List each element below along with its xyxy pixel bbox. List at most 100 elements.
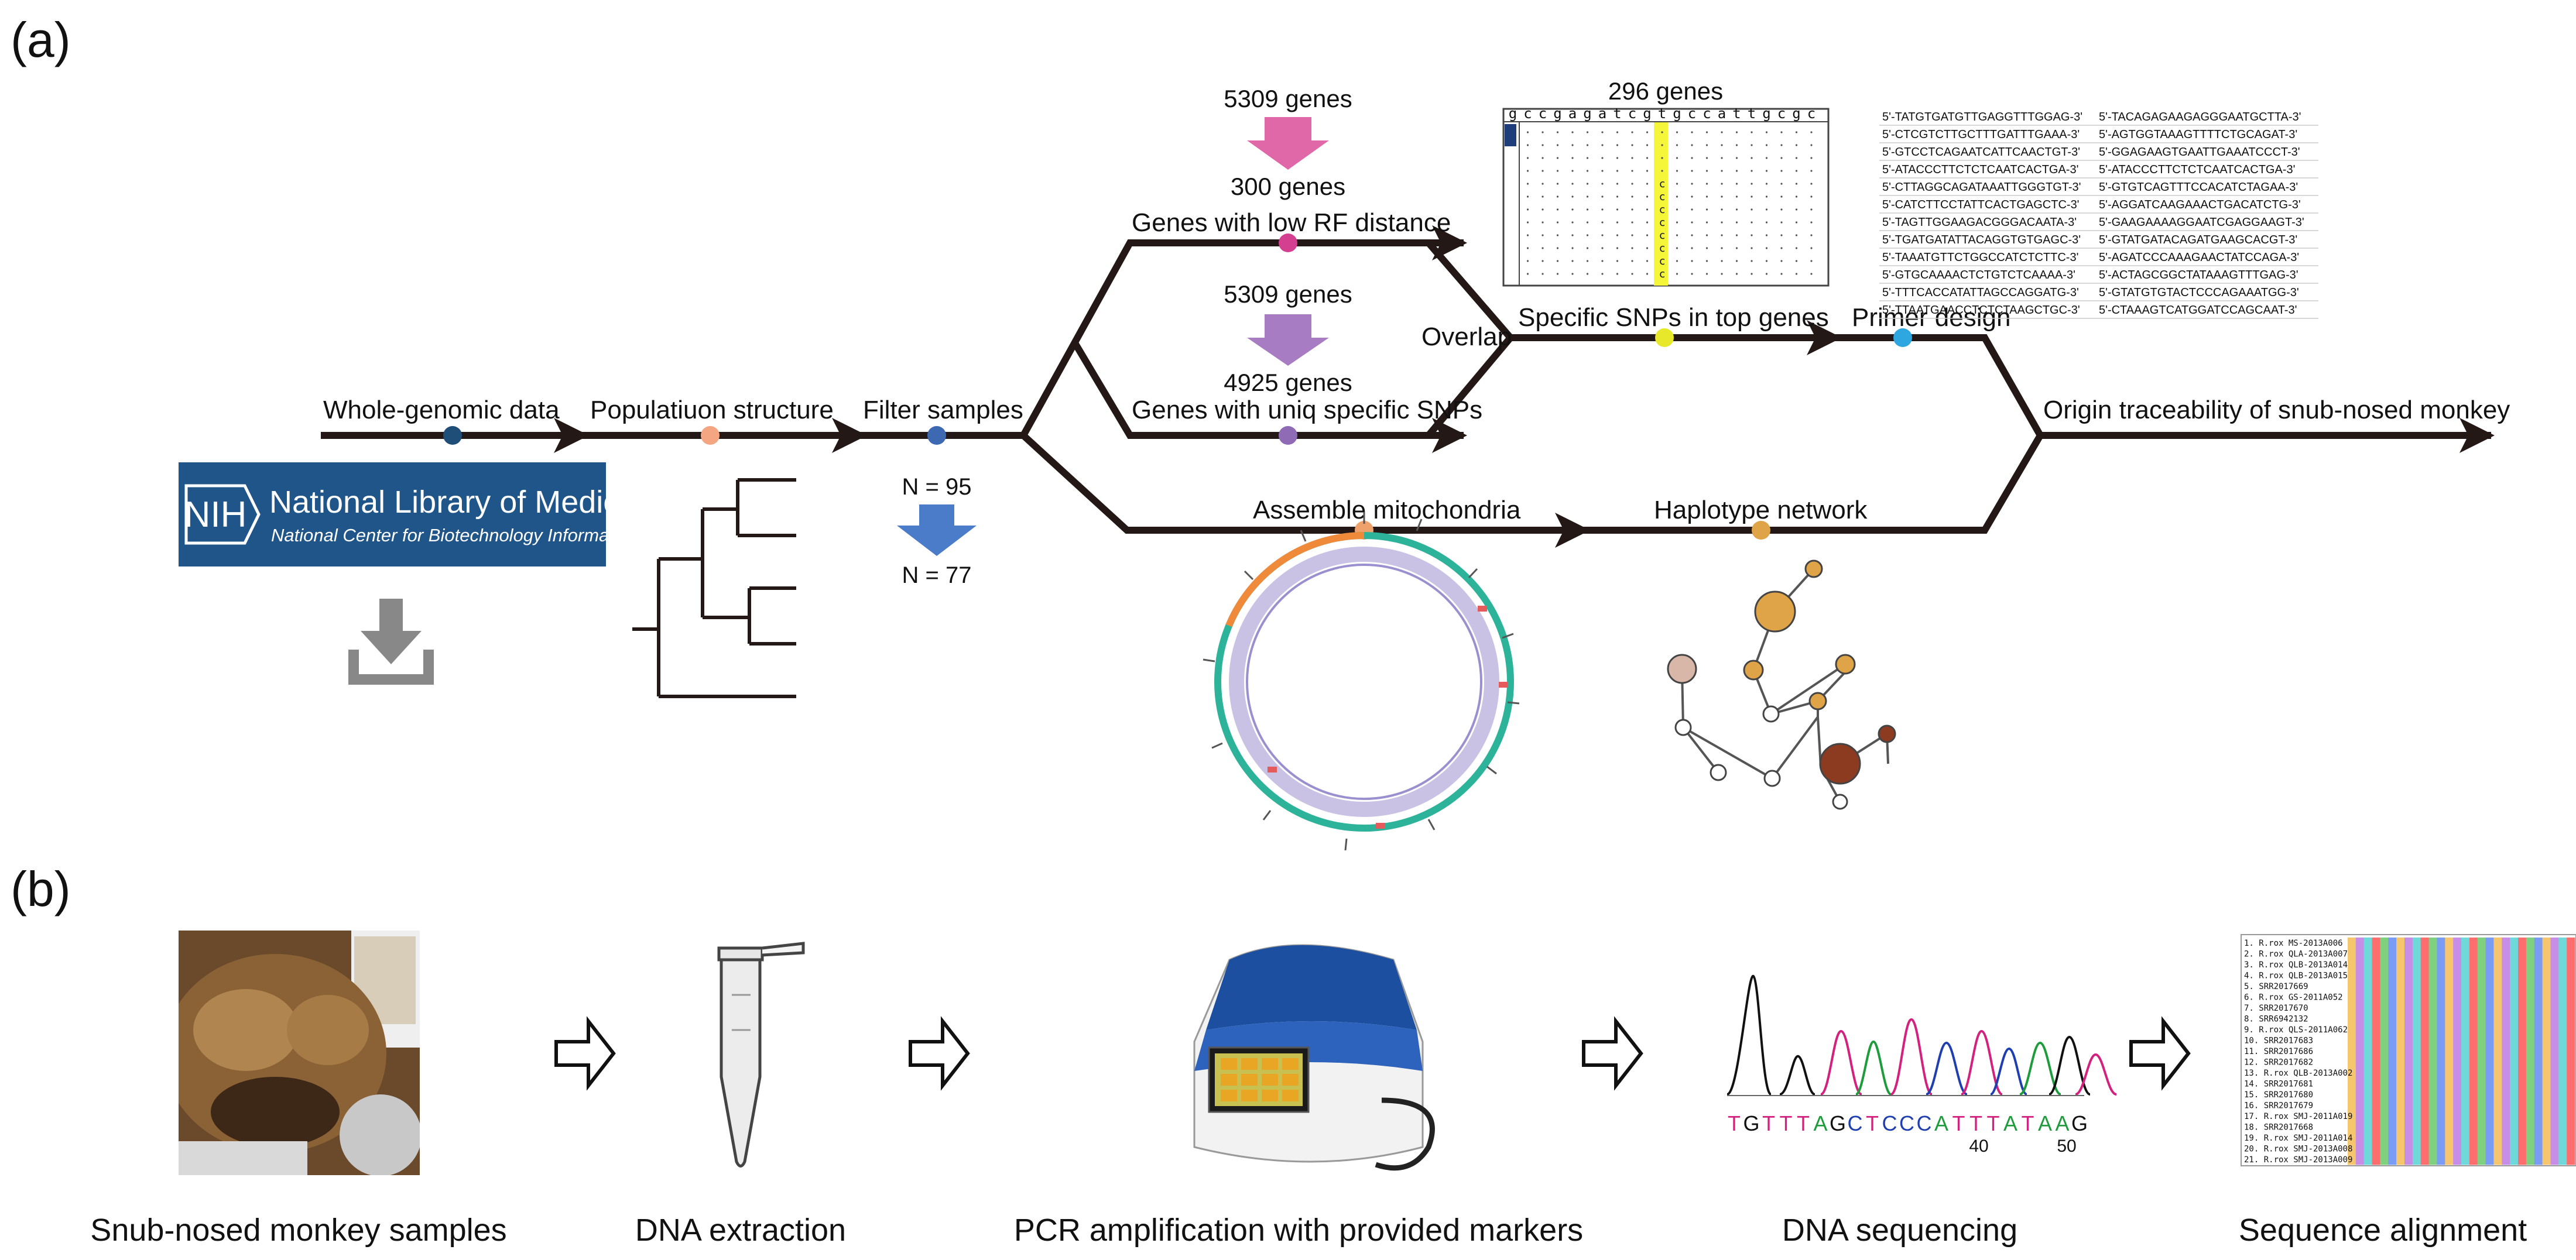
alignment-dot xyxy=(1810,183,1813,185)
alignment-dot xyxy=(1556,131,1559,133)
alignment-dot xyxy=(1795,247,1798,249)
alignment-column xyxy=(2355,938,2365,1165)
alignment-dot xyxy=(1601,131,1604,133)
alignment-dot xyxy=(1810,131,1813,133)
alignment-dot xyxy=(1646,234,1649,236)
label-population: Populatiuon structure xyxy=(590,396,834,424)
alignment-dot xyxy=(1556,157,1559,159)
alignment-column xyxy=(2567,938,2575,1165)
chromatogram-base: T xyxy=(1952,1111,1965,1135)
alignment-header-base: t xyxy=(1748,105,1756,122)
label-sequencing: DNA sequencing xyxy=(1782,1213,2017,1248)
node-haplotype xyxy=(1752,521,1770,540)
alignment-dot xyxy=(1751,208,1753,211)
alignment-dot xyxy=(1765,131,1768,133)
alignment-dot xyxy=(1676,157,1678,159)
alignment-column xyxy=(2396,938,2405,1165)
filter-rf: 5309 genes 300 genes xyxy=(1224,85,1352,200)
alignment-dot xyxy=(1691,144,1693,146)
alignment-dot xyxy=(1616,170,1619,172)
alignment-header-base: t xyxy=(1732,105,1741,122)
alignment-dot xyxy=(1676,247,1678,249)
workflow-arrow-4 xyxy=(2129,1016,2191,1091)
alignment-dot xyxy=(1556,183,1559,185)
alignment-column xyxy=(2428,938,2437,1165)
alignment-selection-cell xyxy=(1505,124,1516,146)
alignment-dot xyxy=(1542,195,1544,198)
alignment-sample-name: 15. SRR2017680 xyxy=(2244,1090,2313,1100)
alignment-dot xyxy=(1810,208,1813,211)
snp-count-to: 4925 genes xyxy=(1224,369,1352,396)
alignment-dot xyxy=(1556,144,1559,146)
sample-count-from: N = 95 xyxy=(902,474,972,500)
primer-reverse: 5'-ATACCCTTCTCTCAATCACTGA-3' xyxy=(2099,163,2295,176)
panel-label-b: (b) xyxy=(11,861,71,916)
alignment-dot xyxy=(1646,247,1649,249)
alignment-dot xyxy=(1646,157,1649,159)
alignment-dot xyxy=(1616,183,1619,185)
alignment-color-blocks xyxy=(2348,938,2575,1165)
workflow-arrow-3 xyxy=(1582,1016,1643,1091)
filter-snp: 5309 genes 4925 genes xyxy=(1224,280,1352,396)
alignment-dot xyxy=(1586,144,1589,146)
primer-forward: 5'-CTTAGGCAGATAAATTGGGTGT-3' xyxy=(1882,181,2081,194)
alignment-dot xyxy=(1676,260,1678,262)
alignment-sample-name: 17. R.rox SMJ-2011A019 xyxy=(2244,1112,2352,1121)
alignment-dot xyxy=(1735,208,1738,211)
alignment-dot xyxy=(1556,195,1559,198)
alignment-dot xyxy=(1542,131,1544,133)
alignment-dot xyxy=(1616,144,1619,146)
alignment-dot xyxy=(1676,183,1678,185)
haplotype-nodes xyxy=(1667,559,1896,810)
alignment-snp-mark: c xyxy=(1659,255,1666,267)
rf-count-from: 5309 genes xyxy=(1224,85,1352,112)
pipeline-lines xyxy=(321,225,2495,548)
alignment-dot xyxy=(1601,195,1604,198)
mito-ring-inner xyxy=(1246,564,1482,800)
alignment-dot xyxy=(1526,221,1529,224)
label-assemble: Assemble mitochondria xyxy=(1253,496,1521,524)
alignment-header-base: g xyxy=(1673,105,1681,122)
alignment-column xyxy=(2477,938,2486,1165)
alignment-dot xyxy=(1676,131,1678,133)
chromatogram-base: T xyxy=(1987,1111,2000,1135)
alignment-dot xyxy=(1735,260,1738,262)
alignment-dot xyxy=(1810,195,1813,198)
alignment-dot xyxy=(1646,273,1649,275)
alignment-dot xyxy=(1780,234,1783,236)
alignment-dot xyxy=(1526,170,1529,172)
alignment-dot xyxy=(1735,221,1738,224)
chromatogram-tick-40: 40 xyxy=(1969,1137,1988,1156)
alignment-dot xyxy=(1691,208,1693,211)
alignment-dot xyxy=(1556,208,1559,211)
alignment-dot xyxy=(1526,195,1529,198)
alignment-dot xyxy=(1542,157,1544,159)
alignment-dot xyxy=(1601,170,1604,172)
primer-forward: 5'-TATGTGATGTTGAGGTTTGGAG-3' xyxy=(1882,111,2082,123)
alignment-dot xyxy=(1616,221,1619,224)
alignment-dot xyxy=(1571,195,1574,198)
primer-forward: 5'-TAGTTGGAAGACGGGACAATA-3' xyxy=(1882,216,2077,229)
alignment-dot xyxy=(1526,131,1529,133)
alignment-dot xyxy=(1631,144,1633,146)
alignment-column xyxy=(2404,938,2413,1165)
alignment-column xyxy=(2550,938,2559,1165)
alignment-sample-name: 19. R.rox SMJ-2011A014 xyxy=(2244,1134,2352,1143)
label-uniq-snp: Genes with uniq specific SNPs xyxy=(1132,396,1482,424)
alignment-dot xyxy=(1631,221,1633,224)
label-extraction: DNA extraction xyxy=(635,1213,846,1248)
alignment-dot xyxy=(1661,144,1663,146)
alignment-dot xyxy=(1691,247,1693,249)
alignment-dot xyxy=(1735,131,1738,133)
alignment-dot xyxy=(1765,247,1768,249)
chromatogram-base: A xyxy=(2038,1111,2052,1135)
primer-reverse: 5'-AGGATCAAGAAACTGACATCTG-3' xyxy=(2099,198,2301,211)
alignment-column xyxy=(2526,938,2535,1165)
primer-reverse: 5'-GAAGAAAAGGAATCGAGGAAGT-3' xyxy=(2099,216,2304,229)
nih-title: National Library of Medicine xyxy=(269,485,661,520)
alignment-header-base: g xyxy=(1762,105,1770,122)
alignment-sample-name: 3. R.rox QLB-2013A014 xyxy=(2244,960,2348,970)
line-uniq-snp-branch xyxy=(1071,341,1467,453)
